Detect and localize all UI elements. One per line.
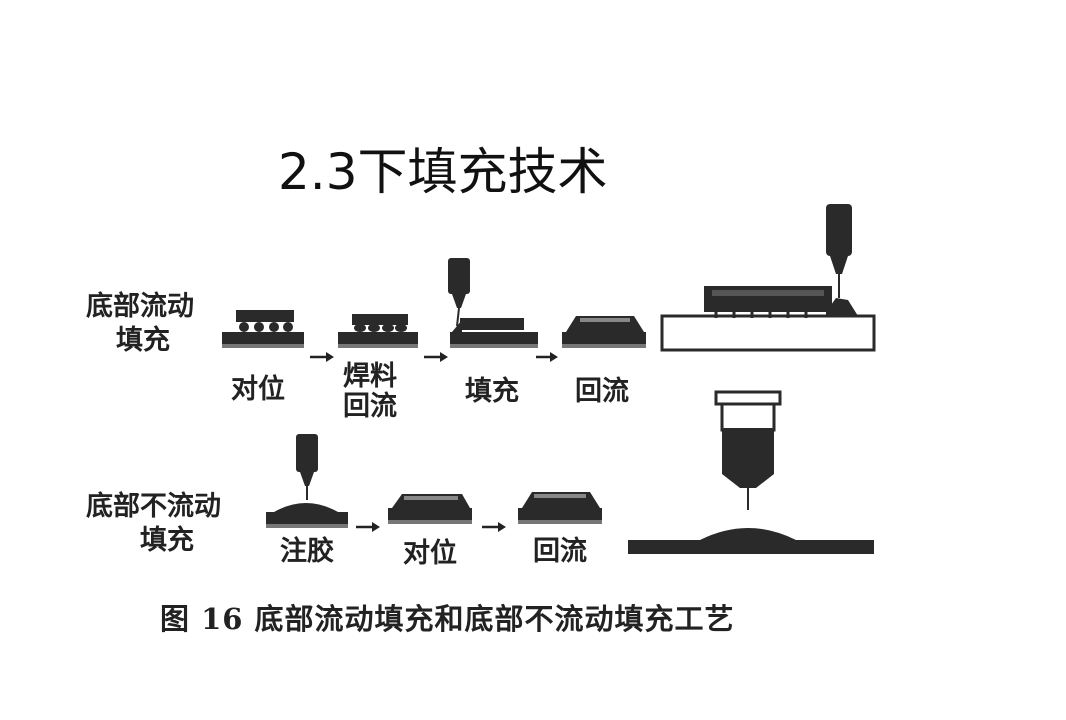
row1-step1-figure bbox=[222, 310, 304, 348]
row2-detail-figure bbox=[628, 390, 874, 554]
row1-detail-figure bbox=[660, 204, 876, 352]
row2-label: 底部不流动 填充 bbox=[86, 490, 221, 558]
row2-arrow2 bbox=[482, 522, 506, 532]
row1-label-line1: 底部流动 bbox=[86, 291, 194, 322]
row1-arrow2 bbox=[424, 352, 448, 362]
row2-arrow1 bbox=[356, 522, 380, 532]
row2-label-line2: 填充 bbox=[140, 525, 194, 556]
row1-arrow3 bbox=[536, 352, 558, 362]
row1-step4-figure bbox=[562, 316, 646, 348]
row2-step2-label: 对位 bbox=[403, 538, 457, 569]
row2-step3-figure bbox=[518, 492, 602, 524]
row1-label-line2: 填充 bbox=[116, 325, 170, 356]
page-title: 2.3下填充技术 bbox=[278, 143, 608, 201]
row2-step1-figure bbox=[266, 434, 348, 528]
row1-step3-label: 填充 bbox=[465, 376, 519, 407]
row2-label-line1: 底部不流动 bbox=[86, 491, 221, 522]
row2-step1-label: 注胶 bbox=[280, 536, 334, 567]
row1-step1-label: 对位 bbox=[231, 374, 285, 405]
row1-step2-label: 焊料回流 bbox=[343, 361, 397, 422]
row1-step4-label: 回流 bbox=[575, 376, 629, 407]
row2-step2-figure bbox=[388, 494, 472, 524]
figure-caption: 图 16 底部流动填充和底部不流动填充工艺 bbox=[160, 602, 735, 636]
row1-arrow1 bbox=[310, 352, 334, 362]
row1-step3-figure bbox=[448, 258, 538, 348]
row1-label: 底部流动 填充 bbox=[86, 290, 194, 358]
row1-step2-figure bbox=[338, 314, 418, 348]
row2-step3-label: 回流 bbox=[533, 536, 587, 567]
